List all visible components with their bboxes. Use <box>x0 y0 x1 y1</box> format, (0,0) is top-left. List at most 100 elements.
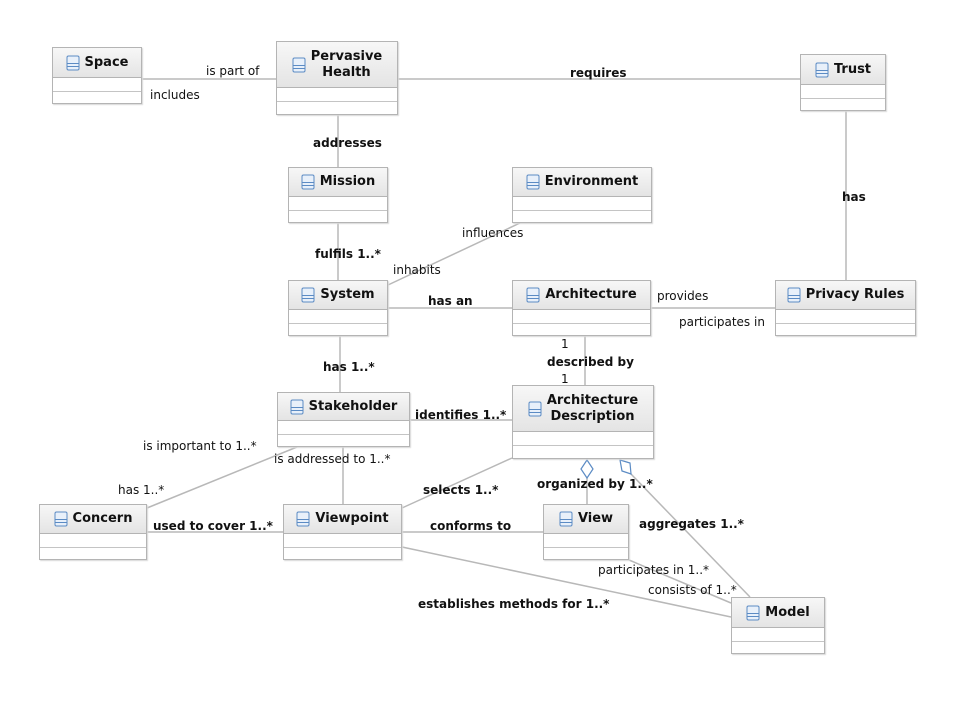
operations-compartment <box>801 99 885 112</box>
class-header: Model <box>732 598 824 628</box>
label-aggregates: aggregates 1..* <box>639 517 744 531</box>
operations-compartment <box>278 435 409 448</box>
class-privacy-rules[interactable]: Privacy Rules <box>775 280 916 336</box>
class-trust[interactable]: Trust <box>800 54 886 111</box>
operations-compartment <box>776 324 915 337</box>
attributes-compartment <box>277 88 397 102</box>
class-name-line-1: Pervasive <box>310 48 383 64</box>
label-has-privacy: has <box>842 190 866 204</box>
class-icon <box>528 401 542 416</box>
attributes-compartment <box>776 310 915 324</box>
class-icon <box>296 511 310 527</box>
label-multiplicity-1-top: 1 <box>561 337 569 351</box>
attributes-compartment <box>278 421 409 435</box>
label-participates-in-many: participates in 1..* <box>598 563 710 577</box>
operations-compartment <box>289 324 387 337</box>
class-header: Concern <box>40 505 146 534</box>
class-header: System <box>289 281 387 310</box>
class-header: Trust <box>801 55 885 85</box>
attributes-compartment <box>289 310 387 324</box>
class-name: Model <box>765 604 810 620</box>
class-name: View <box>577 511 614 526</box>
class-view[interactable]: View <box>543 504 629 560</box>
class-icon <box>526 174 540 190</box>
edge-archdesc-viewpoint <box>401 457 513 509</box>
attributes-compartment <box>53 78 141 92</box>
label-has-an: has an <box>428 294 473 308</box>
label-is-part-of: is part of <box>206 64 260 78</box>
class-model[interactable]: Model <box>731 597 825 654</box>
class-name: System <box>320 287 375 302</box>
label-has-stakeholders: has 1..* <box>323 360 375 374</box>
attributes-compartment <box>801 85 885 99</box>
class-header: Stakeholder <box>278 393 409 421</box>
edge-environment-system <box>387 222 521 286</box>
class-architecture[interactable]: Architecture <box>512 280 651 336</box>
class-header: Space <box>53 48 141 78</box>
label-establishes-methods-for: establishes methods for 1..* <box>418 597 610 611</box>
class-name: Architecture <box>545 287 637 302</box>
class-viewpoint[interactable]: Viewpoint <box>283 504 402 560</box>
operations-compartment <box>544 548 628 561</box>
class-icon <box>815 62 829 77</box>
class-icon <box>746 605 760 620</box>
class-header: Mission <box>289 168 387 197</box>
operations-compartment <box>53 92 141 105</box>
attributes-compartment <box>544 534 628 548</box>
class-name: Privacy Rules <box>805 287 905 302</box>
class-header: Privacy Rules <box>776 281 915 310</box>
attributes-compartment <box>513 432 653 446</box>
label-addresses: addresses <box>313 136 382 150</box>
class-icon <box>292 57 306 72</box>
class-header: Viewpoint <box>284 505 401 534</box>
class-name: Mission <box>319 174 376 189</box>
class-icon <box>301 174 315 190</box>
attributes-compartment <box>732 628 824 642</box>
label-provides: provides <box>657 289 709 303</box>
attributes-compartment <box>40 534 146 548</box>
aggregation-diamond-view <box>580 458 594 480</box>
attributes-compartment <box>513 197 651 211</box>
class-name-line-2: Health <box>322 64 371 80</box>
operations-compartment <box>732 642 824 655</box>
label-influences: influences <box>462 226 524 240</box>
edge-stakeholder-concern <box>146 446 298 509</box>
class-system[interactable]: System <box>288 280 388 336</box>
class-header: Architecture <box>513 281 650 310</box>
class-icon <box>66 55 80 70</box>
class-stakeholder[interactable]: Stakeholder <box>277 392 410 447</box>
label-has-concerns: has 1..* <box>118 483 165 497</box>
class-name-line-2: Description <box>550 408 635 424</box>
operations-compartment <box>513 324 650 337</box>
class-concern[interactable]: Concern <box>39 504 147 560</box>
label-consists-of: consists of 1..* <box>648 583 737 597</box>
label-inhabits: inhabits <box>393 263 441 277</box>
label-selects: selects 1..* <box>423 483 499 497</box>
class-name: Viewpoint <box>315 511 389 526</box>
edge-view-model <box>628 559 732 604</box>
class-icon <box>301 287 315 303</box>
attributes-compartment <box>289 197 387 211</box>
label-is-important-to: is important to 1..* <box>143 439 257 453</box>
operations-compartment <box>40 548 146 561</box>
class-space[interactable]: Space <box>52 47 142 104</box>
class-mission[interactable]: Mission <box>288 167 388 223</box>
class-name: Environment <box>544 174 639 189</box>
label-identifies: identifies 1..* <box>415 408 507 422</box>
operations-compartment <box>284 548 401 561</box>
class-icon <box>290 399 304 414</box>
operations-compartment <box>513 446 653 459</box>
label-fulfils: fulfils 1..* <box>315 247 381 261</box>
operations-compartment <box>277 102 397 115</box>
class-header: View <box>544 505 628 534</box>
class-environment[interactable]: Environment <box>512 167 652 223</box>
class-name: Concern <box>72 511 133 526</box>
label-multiplicity-1-bottom: 1 <box>561 372 569 386</box>
class-icon <box>787 287 801 303</box>
class-name: Space <box>84 54 129 70</box>
